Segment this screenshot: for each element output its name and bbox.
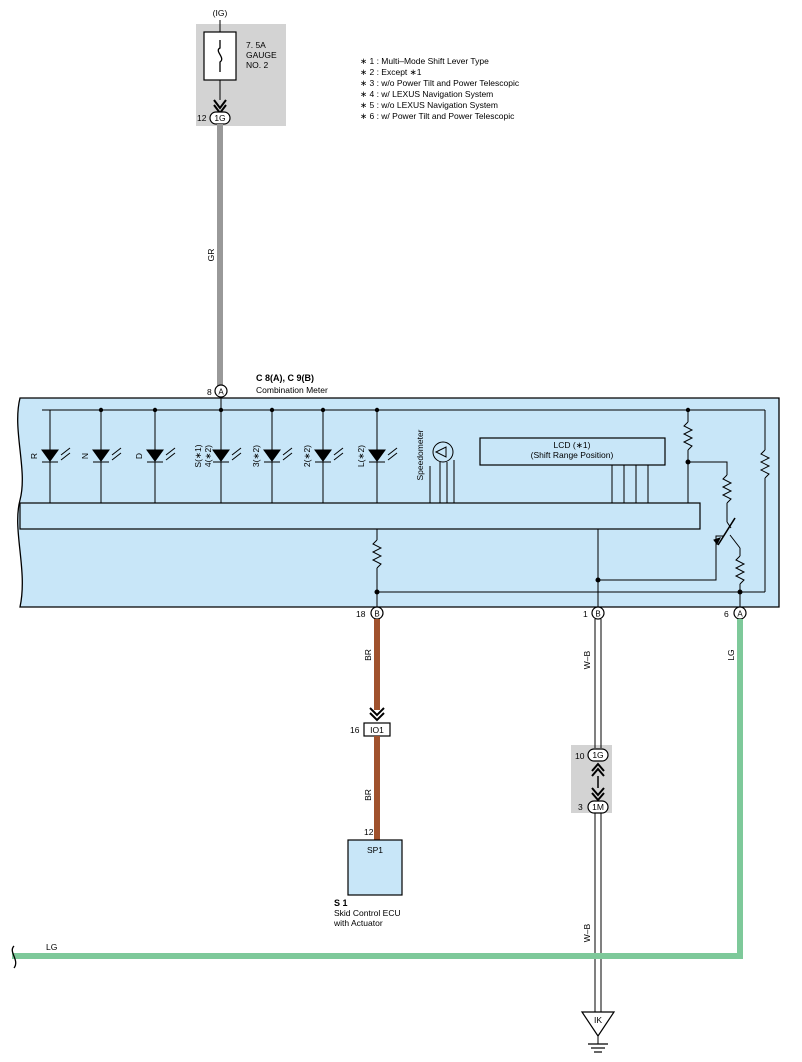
- ground-label: IK: [594, 1015, 602, 1025]
- transistor: [717, 517, 736, 546]
- lcd-label-line1: LCD (∗1): [554, 440, 591, 450]
- connector-1g-lower-label: 1G: [592, 750, 603, 760]
- lamp-3: [263, 410, 293, 503]
- connector-io1-label: IO1: [370, 725, 384, 735]
- chevron-down-icon: [369, 707, 385, 717]
- lamp-label-s4: S(∗1)4(∗2): [193, 444, 213, 467]
- note-2: ∗ 2 : Except ∗1: [360, 67, 422, 77]
- ecu-connector-label: SP1: [367, 845, 383, 855]
- chevron-up-icon: [591, 767, 605, 777]
- fuse-block: (IG) 7. 5A GAUGE NO. 2 12 1G: [196, 8, 286, 126]
- wire-wb-lower-label: W–B: [582, 923, 592, 942]
- chevron-down-icon: [213, 99, 227, 110]
- pin-b1: 1: [583, 609, 588, 619]
- ecu-code: S 1: [334, 898, 348, 908]
- lamp-n: [92, 410, 122, 503]
- connector-1g-label: 1G: [214, 113, 225, 123]
- ecu-name-line2: with Actuator: [333, 918, 383, 928]
- lamp-s-4: [212, 410, 242, 503]
- wire-br-lower-label: BR: [363, 789, 373, 801]
- lamp-d: [146, 410, 176, 503]
- lamp-label-r: R: [29, 453, 39, 459]
- indicator-lamps: [41, 410, 398, 503]
- wire-lg-right-label: LG: [726, 649, 736, 660]
- meter-internal-bus-bar: [19, 502, 701, 530]
- connector-1g-lower: [587, 748, 609, 762]
- j1g-pin: 10: [575, 751, 585, 761]
- lamp-2: [314, 410, 344, 503]
- wire-lg: [12, 619, 743, 959]
- note-3: ∗ 3 : w/o Power Tilt and Power Telescopi…: [360, 78, 520, 88]
- resistor-r1: [682, 421, 694, 451]
- skid-control-ecu-box: [347, 839, 403, 896]
- wire-wb-upper-label: W–B: [582, 650, 592, 669]
- connector-b-18-label: B: [374, 610, 379, 619]
- chevron-down-icon: [591, 792, 605, 802]
- note-5: ∗ 5 : w/o LEXUS Navigation System: [360, 100, 498, 110]
- ecu-pin: 12: [364, 827, 374, 837]
- meter-right-circuit: [371, 410, 771, 607]
- ecu-name-line1: Skid Control ECU: [334, 908, 401, 918]
- chevron-down-icon: [369, 712, 385, 722]
- speedometer: [429, 441, 455, 503]
- wire-lg-bottom-label: LG: [46, 942, 57, 952]
- connector-a-top-label: A: [218, 388, 224, 397]
- lamp-label-2: 2(∗2): [302, 445, 312, 467]
- ig-label: (IG): [213, 8, 228, 18]
- lamp-label-d: D: [134, 453, 144, 459]
- pin-b18: 18: [356, 609, 366, 619]
- fuse-icon: [217, 40, 223, 72]
- fuse-name: GAUGE: [246, 50, 277, 60]
- io1-pin: 16: [350, 725, 360, 735]
- speedometer-label: Speedometer: [415, 429, 425, 480]
- chevron-down-icon: [591, 787, 605, 797]
- j1m-pin: 3: [578, 802, 583, 812]
- connector-1m: [587, 800, 609, 814]
- chevron-up-icon: [591, 762, 605, 772]
- connector-1m-label: 1M: [592, 802, 604, 812]
- lamp-label-l: L(∗2): [356, 445, 366, 467]
- lamp-label-3: 3(∗2): [251, 445, 261, 467]
- connector-1g-pin: 12: [197, 113, 207, 123]
- meter-connector-code: C 8(A), C 9(B): [256, 373, 314, 383]
- meter-bottom-connectors: 18 B 1 B 6 A: [356, 606, 747, 620]
- lcd-shift-range-display: [479, 437, 666, 466]
- connector-b-1-label: B: [595, 610, 600, 619]
- lamp-labels: R N D S(∗1)4(∗2) 3(∗2) 2(∗2) L(∗2): [29, 444, 366, 467]
- wire-gr-label: GR: [206, 249, 216, 262]
- fuse-rating: 7. 5A: [246, 40, 266, 50]
- ground-ik: IK: [580, 1011, 616, 1053]
- ground-triangle-icon: [580, 1011, 616, 1038]
- connector-b-1: [591, 606, 605, 620]
- meter-top-pin: 8: [207, 387, 212, 397]
- lamp-label-n: N: [80, 453, 90, 459]
- resistor-r5: [371, 539, 383, 569]
- meter-name: Combination Meter: [256, 385, 328, 395]
- resistor-r2: [721, 474, 733, 504]
- legend-notes: ∗ 1 : Multi–Mode Shift Lever Type ∗ 2 : …: [360, 56, 520, 121]
- lcd-label-line2: (Shift Range Position): [531, 450, 614, 460]
- note-4: ∗ 4 : w/ LEXUS Navigation System: [360, 89, 493, 99]
- wire-br-upper-label: BR: [363, 649, 373, 661]
- lamp-r: [41, 410, 71, 503]
- note-6: ∗ 6 : w/ Power Tilt and Power Telescopic: [360, 111, 515, 121]
- resistor-r4: [759, 449, 771, 479]
- pin-a6: 6: [724, 609, 729, 619]
- resistor-r3: [734, 555, 746, 585]
- lamp-l: [368, 410, 398, 503]
- note-1: ∗ 1 : Multi–Mode Shift Lever Type: [360, 56, 489, 66]
- fuse-number: NO. 2: [246, 60, 268, 70]
- wire-break-icon: [11, 945, 17, 969]
- connector-a-6-label: A: [737, 610, 743, 619]
